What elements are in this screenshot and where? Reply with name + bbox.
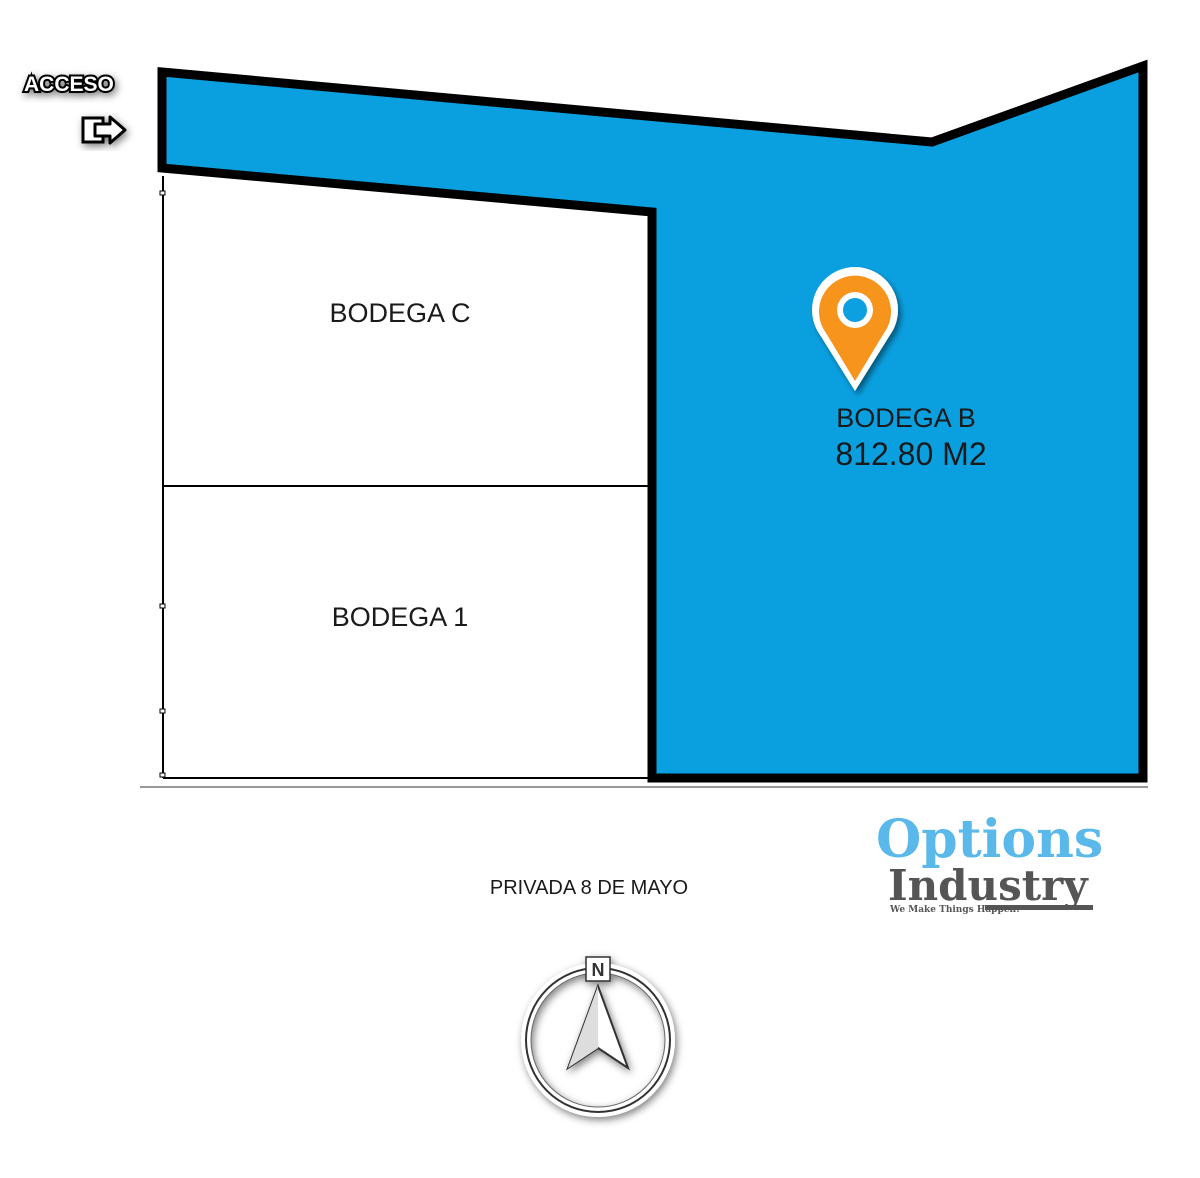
bodega-b-area: 812.80 M2 bbox=[835, 436, 986, 472]
bodega-c-label: BODEGA C bbox=[329, 298, 470, 328]
street-name: PRIVADA 8 DE MAYO bbox=[490, 877, 688, 899]
compass-north-label: N bbox=[592, 960, 605, 980]
bodega-1-label: BODEGA 1 bbox=[332, 602, 469, 632]
left-lots bbox=[162, 176, 650, 779]
exit-arrow-icon[interactable] bbox=[81, 115, 127, 145]
edge-ticks bbox=[159, 190, 166, 778]
logo-line2: Industry bbox=[888, 861, 1089, 910]
bodega-1-lot[interactable] bbox=[165, 488, 648, 776]
north-arrow-icon: N bbox=[521, 956, 675, 1117]
bodega-b-label: BODEGA B bbox=[836, 403, 976, 433]
options-industry-logo: Options Industry We Make Things Happen! bbox=[876, 809, 1103, 915]
bodega-b-lot[interactable] bbox=[157, 59, 1148, 783]
access-label: ACCESO bbox=[24, 73, 114, 96]
logo-line1: Options bbox=[876, 809, 1103, 870]
logo-tagline: We Make Things Happen! bbox=[889, 905, 1020, 915]
bodega-c-lot[interactable] bbox=[165, 180, 648, 485]
location-pin-icon[interactable] bbox=[812, 267, 898, 391]
